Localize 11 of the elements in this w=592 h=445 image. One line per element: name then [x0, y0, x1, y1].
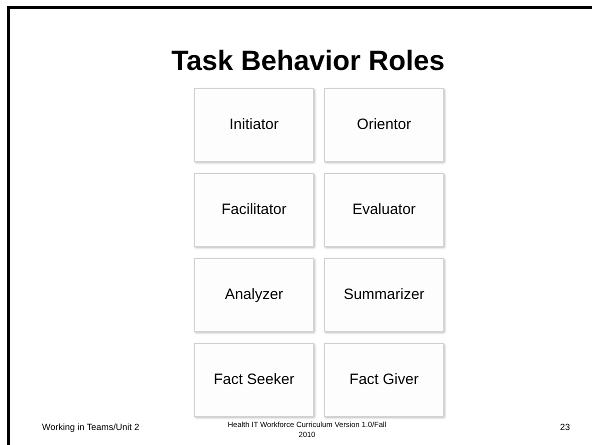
role-box: Fact Seeker	[194, 343, 314, 417]
role-box: Analyzer	[194, 258, 314, 332]
role-box: Summarizer	[324, 258, 444, 332]
role-box: Facilitator	[194, 173, 314, 247]
role-box: Initiator	[194, 88, 314, 162]
role-box: Orientor	[324, 88, 444, 162]
role-box: Evaluator	[324, 173, 444, 247]
page-number: 23	[560, 421, 570, 433]
slide-title: Task Behavior Roles	[170, 44, 446, 78]
role-box: Fact Giver	[324, 343, 444, 417]
footer-text: Working in Teams/Unit 2	[42, 421, 140, 433]
